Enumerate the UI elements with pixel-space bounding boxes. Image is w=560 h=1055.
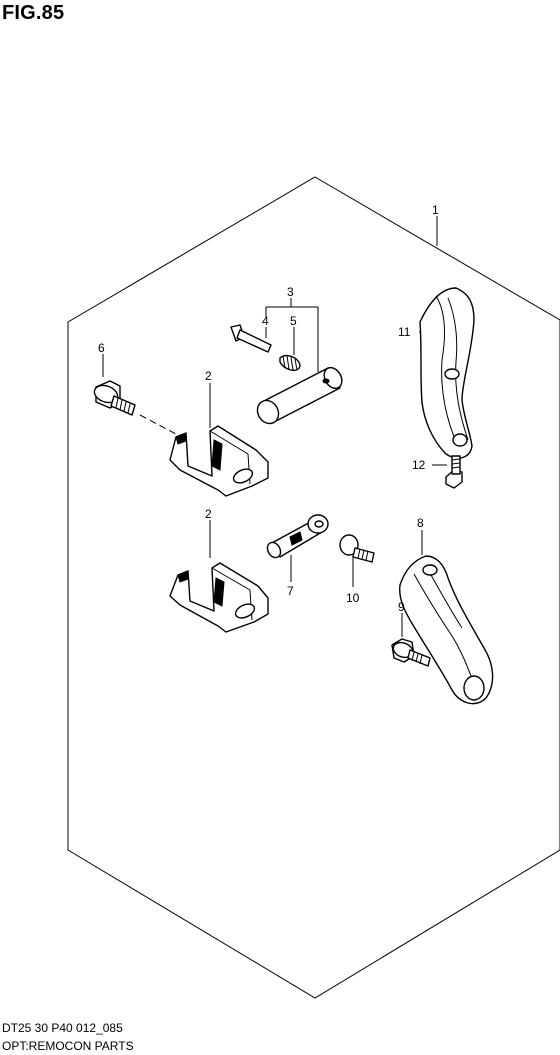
part-2-bracket-lower — [169, 562, 269, 633]
footer: DT25 30 P40 012_085 OPT:REMOCON PARTS — [2, 1019, 134, 1055]
part-4-pin — [230, 324, 272, 353]
callout-10: 10 — [346, 591, 360, 605]
diagram-code: DT25 30 P40 012_085 — [2, 1021, 123, 1035]
leader-lines — [102, 216, 447, 637]
callout-11: 11 — [398, 325, 411, 339]
figure-title: FIG.85 — [2, 2, 65, 24]
part-12-screw — [445, 455, 463, 489]
callout-9: 9 — [398, 600, 405, 614]
diagram-caption: OPT:REMOCON PARTS — [2, 1039, 134, 1053]
callout-7: 7 — [287, 584, 294, 598]
callout-5: 5 — [290, 314, 297, 328]
part-5-spring — [279, 354, 301, 372]
part-6-flange-bolt — [93, 380, 136, 416]
part-9-bolt — [391, 638, 431, 667]
callout-12: 12 — [412, 458, 426, 472]
part-10-ball-joint — [339, 534, 375, 563]
kit-boundary-hexagon — [67, 176, 560, 999]
part-8-lever-bracket — [399, 555, 494, 705]
callout-6: 6 — [98, 341, 105, 355]
callout-8: 8 — [417, 516, 424, 530]
callout-2-upper: 2 — [205, 369, 212, 383]
callout-3: 3 — [287, 285, 294, 299]
part-7-rod-end — [266, 514, 329, 559]
callout-4: 4 — [262, 314, 269, 328]
part-11-lever-arm — [419, 287, 475, 459]
callout-2-lower: 2 — [205, 507, 212, 521]
callout-1: 1 — [432, 203, 439, 217]
part-2-bracket-upper — [169, 425, 269, 497]
part-3-shaft — [256, 366, 343, 425]
